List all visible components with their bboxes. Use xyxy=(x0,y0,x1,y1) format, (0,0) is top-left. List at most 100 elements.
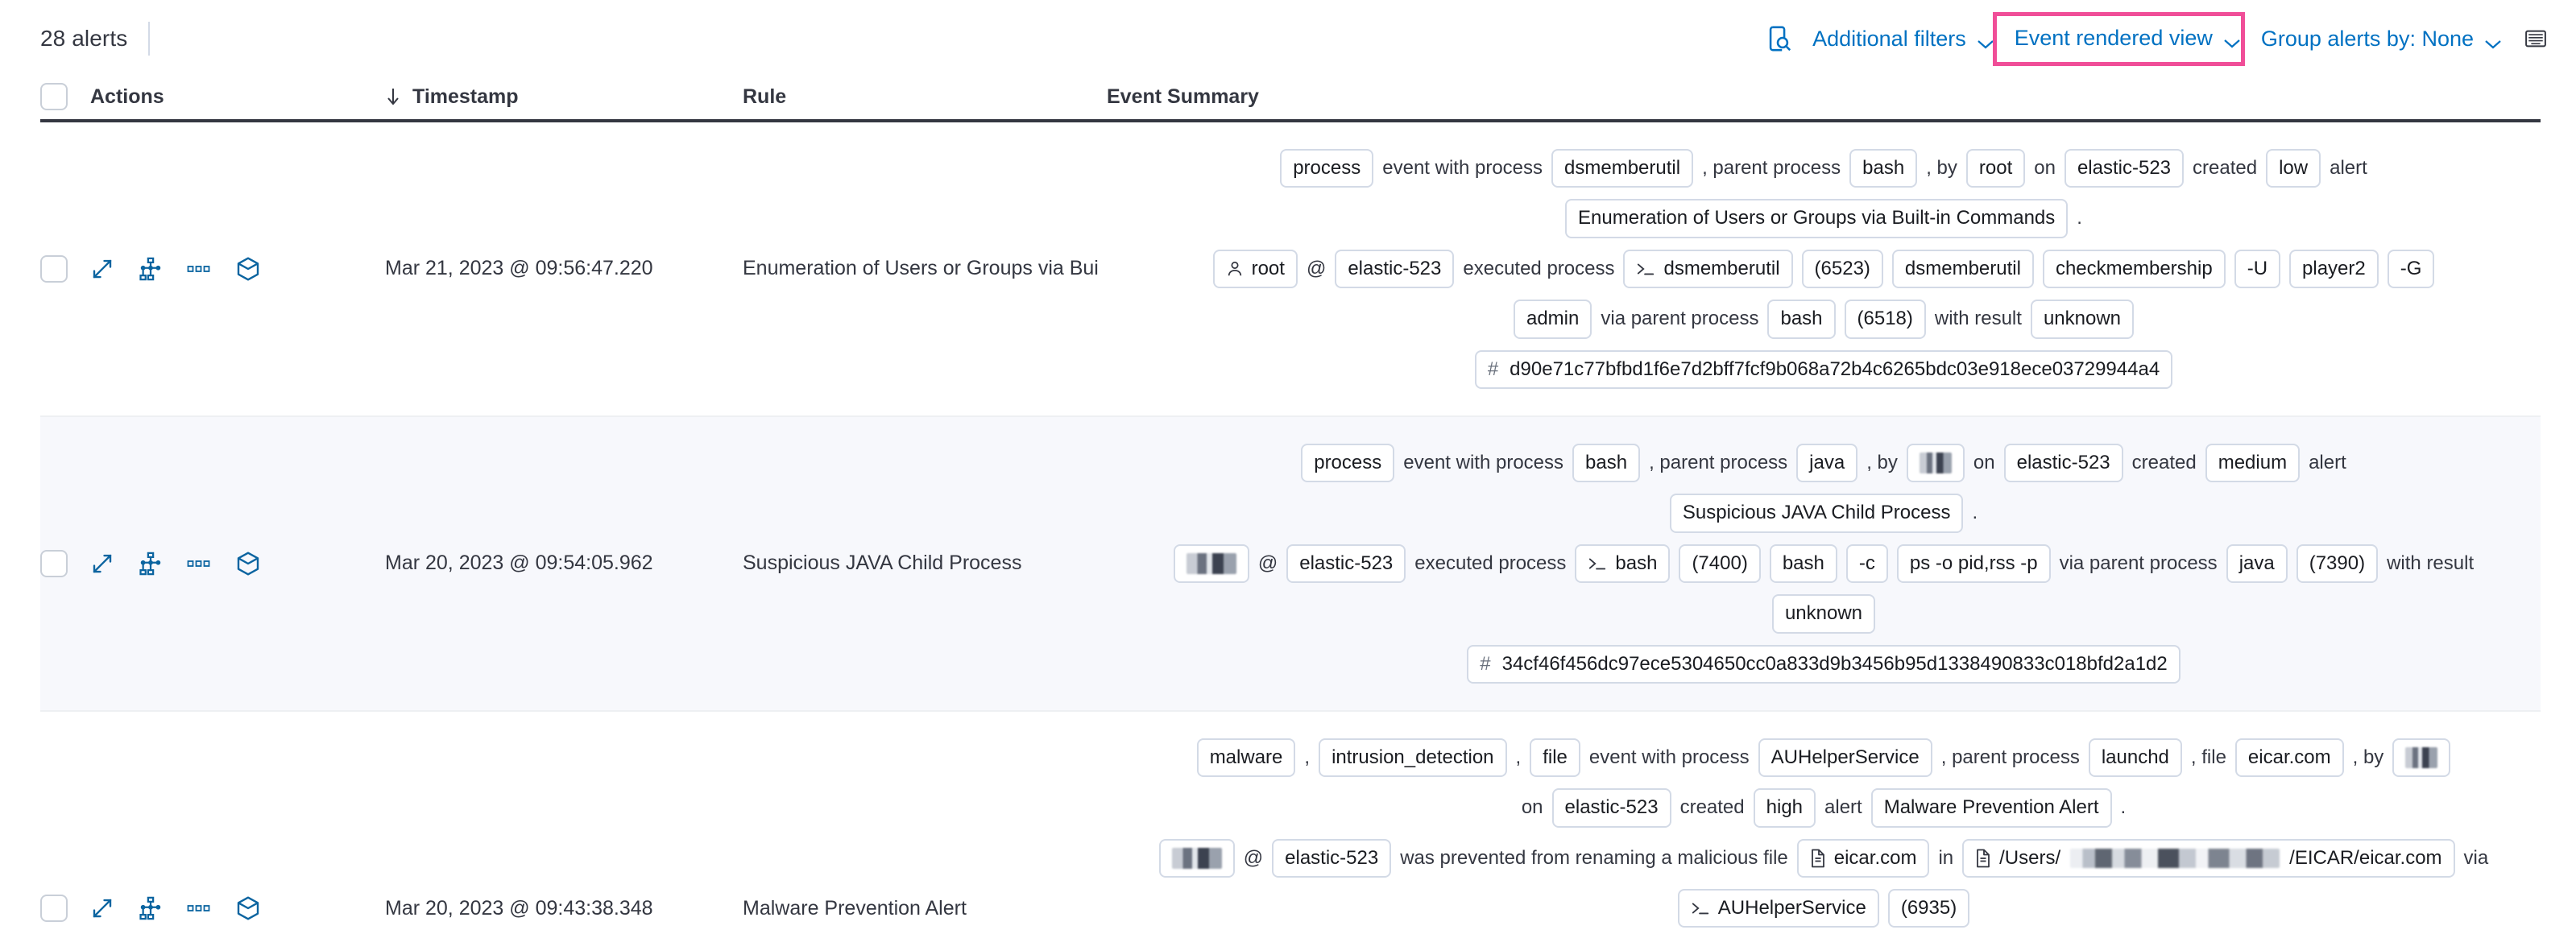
summary-line-hash: #d90e71c77bfbd1f6e7d2bff7fcf9b068a72b4c6… xyxy=(1107,345,2541,395)
session-view-cube-icon[interactable] xyxy=(235,256,261,282)
summary-pill[interactable]: Suspicious JAVA Child Process xyxy=(1669,494,1964,533)
redacted-user-pill[interactable] xyxy=(1173,543,1249,583)
more-actions-icon[interactable] xyxy=(187,903,211,914)
file-pill[interactable]: eicar.com xyxy=(1796,838,1930,878)
summary-pill[interactable]: -U xyxy=(2234,249,2281,289)
header-event-summary[interactable]: Event Summary xyxy=(1107,85,1259,108)
event-hash-pill[interactable]: #d90e71c77bfbd1f6e7d2bff7fcf9b068a72b4c6… xyxy=(1474,349,2173,389)
summary-pill[interactable]: checkmembership xyxy=(2042,249,2226,289)
summary-pill[interactable]: process xyxy=(1301,443,1395,483)
summary-pill[interactable]: elastic-523 xyxy=(1272,838,1392,878)
row-select-checkbox[interactable] xyxy=(40,549,68,577)
summary-pill[interactable]: unknown xyxy=(1771,594,1876,634)
summary-pill[interactable]: ps -o pid,rss -p xyxy=(1896,543,2051,584)
summary-pill[interactable]: elastic-523 xyxy=(2064,149,2185,188)
analyzer-graph-icon[interactable] xyxy=(139,257,163,281)
summary-pill[interactable]: root xyxy=(1965,149,2026,188)
summary-pill[interactable]: process xyxy=(1280,149,1374,188)
summary-line-2: Suspicious JAVA Child Process. xyxy=(1107,488,2541,538)
session-view-cube-icon[interactable] xyxy=(235,895,261,921)
redacted-value xyxy=(2405,747,2438,769)
summary-pill[interactable]: player2 xyxy=(2289,249,2379,289)
summary-pill[interactable]: launchd xyxy=(2088,738,2182,778)
row-timestamp-cell: Mar 20, 2023 @ 09:43:38.348 xyxy=(385,712,743,934)
row-rule-name[interactable]: Malware Prevention Alert xyxy=(743,896,967,920)
summary-pill[interactable]: elastic-523 xyxy=(1551,788,1671,828)
header-actions[interactable]: Actions xyxy=(90,85,164,108)
summary-pill[interactable]: (6518) xyxy=(1844,300,1926,339)
summary-pill[interactable]: java xyxy=(2226,543,2288,584)
expand-icon[interactable] xyxy=(90,896,114,920)
summary-pill[interactable]: bash xyxy=(1769,543,1837,584)
summary-text: alert xyxy=(1824,796,1862,819)
summary-pill[interactable]: medium xyxy=(2205,443,2301,483)
inspect-icon[interactable] xyxy=(1756,16,1801,61)
user-pill-label: root xyxy=(1251,257,1285,279)
summary-pill[interactable]: bash xyxy=(1849,149,1918,188)
summary-text: event with process xyxy=(1588,746,1750,768)
event-hash-pill[interactable]: #34cf46f456dc97ece5304650cc0a833d9b3456b… xyxy=(1467,644,2180,684)
process-pill[interactable]: bash xyxy=(1575,543,1671,584)
row-rule-name[interactable]: Enumeration of Users or Groups via Bui xyxy=(743,257,1099,280)
redacted-user-pill[interactable] xyxy=(1906,444,1965,483)
more-actions-icon[interactable] xyxy=(187,558,211,569)
summary-pill[interactable]: (7400) xyxy=(1679,543,1761,584)
summary-pill[interactable]: elastic-523 xyxy=(1335,249,1455,289)
summary-pill[interactable]: bash xyxy=(1572,443,1641,483)
more-actions-icon[interactable] xyxy=(187,263,211,275)
row-rule-name[interactable]: Suspicious JAVA Child Process xyxy=(743,552,1022,575)
row-rule-cell: Malware Prevention Alert xyxy=(743,712,1107,934)
expand-icon[interactable] xyxy=(90,552,114,576)
session-view-cube-icon[interactable] xyxy=(235,551,261,577)
summary-pill[interactable]: file xyxy=(1530,738,1580,778)
summary-pill[interactable]: Malware Prevention Alert xyxy=(1870,788,2112,828)
process-pill[interactable]: AUHelperService xyxy=(1677,889,1879,928)
process-pill-label: dsmemberutil xyxy=(1663,257,1780,279)
alerts-count-group: 28 alerts xyxy=(40,22,151,56)
summary-pill[interactable]: bash xyxy=(1767,300,1836,339)
keyboard-shortcuts-icon[interactable] xyxy=(2513,16,2558,61)
summary-pill[interactable]: elastic-523 xyxy=(1286,543,1406,584)
row-select-checkbox[interactable] xyxy=(40,254,68,283)
summary-pill[interactable]: unknown xyxy=(2030,300,2135,339)
summary-pill[interactable]: malware xyxy=(1196,738,1296,778)
header-timestamp-cell[interactable]: Timestamp xyxy=(385,85,743,109)
redacted-user-pill[interactable] xyxy=(1158,838,1235,878)
summary-pill[interactable]: -G xyxy=(2387,249,2435,289)
summary-pill[interactable]: (7390) xyxy=(2296,543,2379,584)
summary-pill[interactable]: eicar.com xyxy=(2234,738,2344,778)
group-alerts-by-button[interactable]: Group alerts by: None xyxy=(2250,27,2501,52)
summary-text: @ xyxy=(1243,846,1264,869)
summary-pill[interactable]: high xyxy=(1753,788,1816,828)
expand-icon[interactable] xyxy=(90,257,114,281)
summary-pill[interactable]: intrusion_detection xyxy=(1319,738,1507,778)
summary-pill[interactable]: low xyxy=(2266,149,2321,188)
summary-text: via parent process xyxy=(1601,308,1759,330)
summary-pill[interactable]: dsmemberutil xyxy=(1551,149,1694,188)
analyzer-graph-icon[interactable] xyxy=(139,552,163,576)
summary-pill[interactable]: AUHelperService xyxy=(1758,738,1932,778)
summary-pill[interactable]: (6935) xyxy=(1887,889,1970,928)
summary-pill[interactable]: dsmemberutil xyxy=(1891,249,2034,289)
summary-pill[interactable]: -c xyxy=(1845,543,1888,584)
user-pill[interactable]: root xyxy=(1212,249,1298,289)
select-all-checkbox[interactable] xyxy=(40,83,68,110)
summary-pill[interactable]: java xyxy=(1796,443,1858,483)
header-rule[interactable]: Rule xyxy=(743,85,787,108)
process-pill[interactable]: dsmemberutil xyxy=(1623,249,1793,289)
redacted-user-pill[interactable] xyxy=(2392,738,2451,778)
additional-filters-button[interactable]: Additional filters xyxy=(1801,27,1994,52)
event-rendered-view-button[interactable]: Event rendered view xyxy=(2005,26,2240,51)
summary-pill[interactable]: admin xyxy=(1513,300,1592,339)
summary-pill[interactable]: (6523) xyxy=(1801,249,1883,289)
row-select-checkbox[interactable] xyxy=(40,895,68,923)
file-path-pill[interactable]: /Users//EICAR/eicar.com xyxy=(1962,838,2455,878)
summary-pill[interactable]: elastic-523 xyxy=(2003,443,2123,483)
analyzer-graph-icon[interactable] xyxy=(139,896,163,920)
summary-text: , parent process xyxy=(1940,746,2080,768)
summary-pill[interactable]: Enumeration of Users or Groups via Built… xyxy=(1565,199,2069,238)
